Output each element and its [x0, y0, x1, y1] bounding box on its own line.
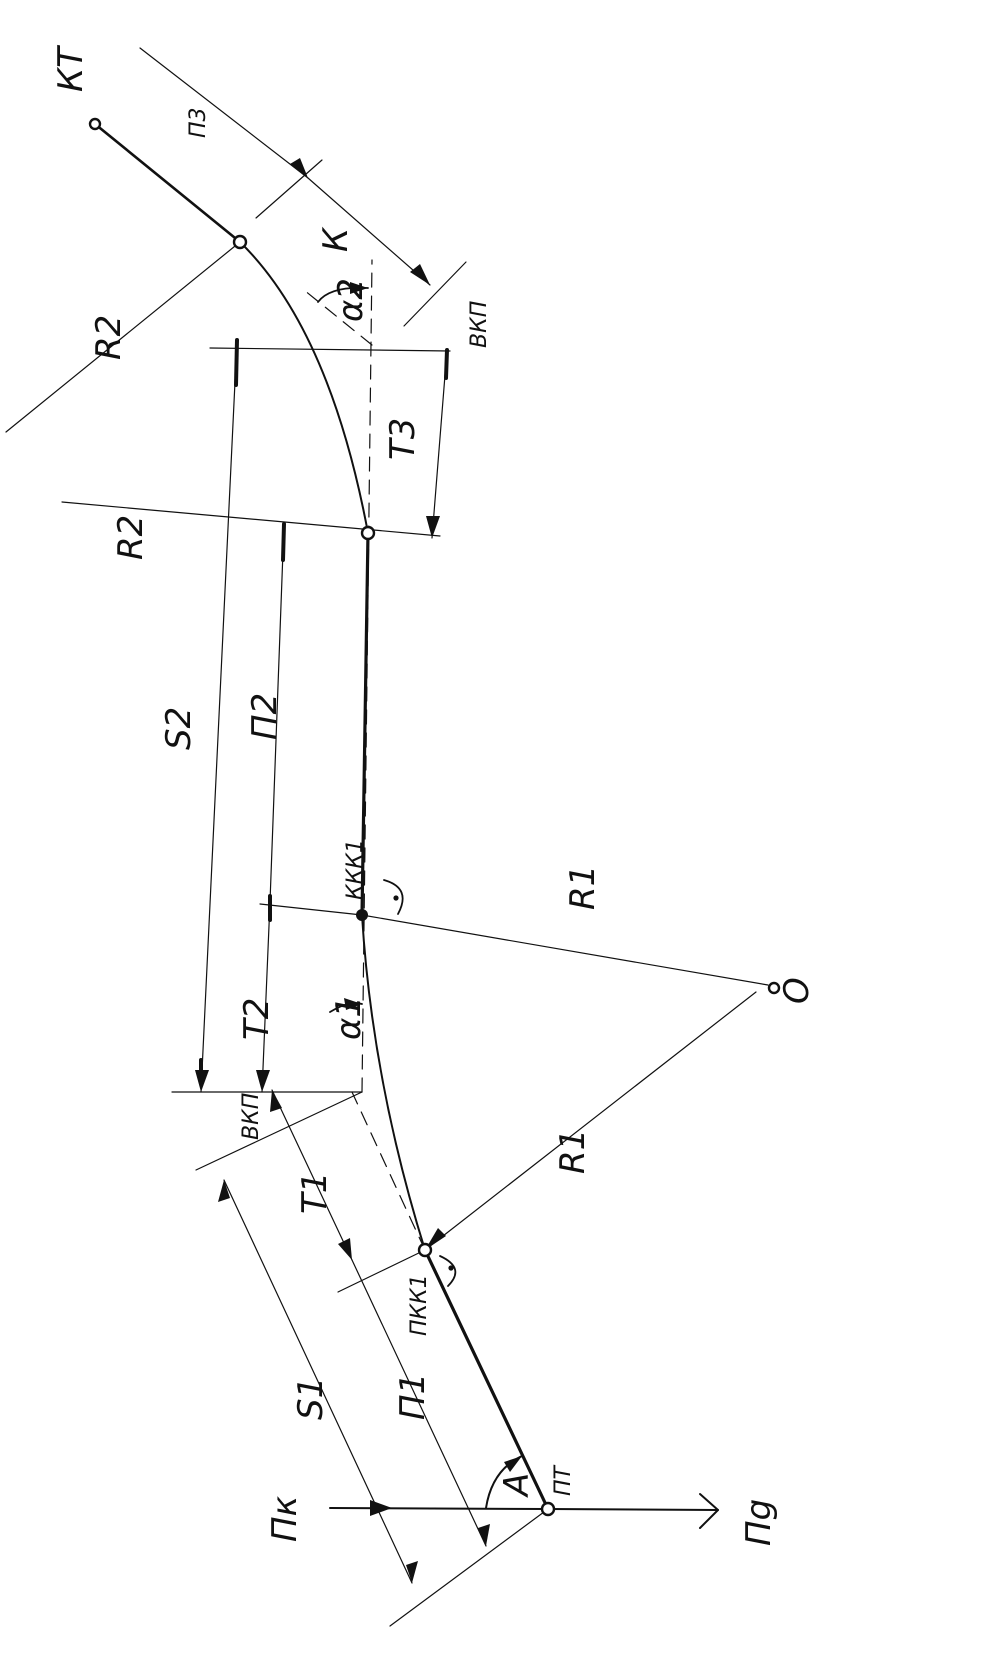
point-pkk1	[417, 1242, 433, 1258]
label-bkp-bottom: ВКП	[239, 1093, 264, 1140]
ext-s1-bottom	[389, 1508, 549, 1627]
right-angle-kkk1	[383, 879, 404, 915]
label-s2: S2	[159, 707, 199, 750]
label-a: А	[497, 1473, 537, 1498]
label-t2: Т2	[237, 998, 277, 1040]
label-r1-lower: R1	[553, 1129, 593, 1174]
ext-pkk1	[337, 1249, 426, 1293]
tangent-pt-pkk1	[423, 1248, 550, 1511]
arrow-n1	[478, 1524, 490, 1546]
label-n3: П3	[186, 107, 211, 138]
r2-mid-line	[61, 501, 441, 537]
arrow-s1-bottom	[406, 1561, 418, 1583]
label-pkk1: ПКК1	[407, 1274, 432, 1336]
label-n1: П1	[393, 1373, 433, 1420]
arrow-pk	[370, 1500, 392, 1516]
t3-dim-line	[431, 349, 448, 539]
arrow-s1-top	[218, 1180, 230, 1202]
straight-insertion	[360, 531, 370, 917]
point-kkk1	[356, 909, 368, 921]
north-axis	[329, 1507, 549, 1510]
point-upper-vertex	[232, 234, 248, 250]
curve-1-arc	[361, 914, 426, 1251]
t1-dim-line	[271, 1089, 353, 1261]
label-r1-upper: R1	[563, 865, 603, 910]
point-curve2-start	[360, 525, 376, 541]
radius-r2-line	[5, 241, 241, 433]
curve-2-arc	[239, 241, 369, 534]
arrow-r1-lower	[425, 1228, 446, 1250]
pg-arrow-tail	[699, 1493, 719, 1529]
label-o: О	[777, 977, 817, 1004]
alpha1-arrow	[344, 998, 362, 1010]
tick-s2-top	[234, 338, 239, 387]
label-pk: Пк	[265, 1495, 305, 1542]
arrow-t2	[256, 1070, 270, 1092]
right-angle-pkk1-dot	[448, 1265, 454, 1271]
ext-bkp-bottom	[195, 1091, 363, 1171]
label-bkp-top: ВКП	[467, 301, 492, 348]
alpha2-arrow	[350, 282, 368, 294]
ext-k-bottom	[403, 261, 467, 327]
point-kt	[88, 117, 102, 131]
label-pt: ПТ	[551, 1464, 576, 1496]
k-dim-line	[307, 177, 431, 286]
angle-a-arrow	[504, 1456, 522, 1472]
arrow-t1-top	[270, 1090, 282, 1112]
right-angle-kkk1-dot	[393, 895, 399, 901]
label-pg: Пg	[739, 1499, 779, 1546]
n2-dim-line	[269, 523, 285, 903]
label-k: К	[316, 226, 356, 252]
south-axis	[547, 1508, 719, 1511]
tangent-1-dashed	[351, 1091, 426, 1251]
arrow-k	[410, 264, 430, 285]
arrow-n3	[290, 158, 308, 178]
n1-dim-line	[351, 1259, 487, 1547]
arrow-t3-bottom	[426, 516, 440, 538]
label-kkk1: ККК1	[343, 839, 368, 900]
label-r2-top: R2	[89, 315, 129, 360]
center-o	[767, 981, 781, 995]
label-alpha1: α1	[329, 996, 369, 1040]
t2-dim-line	[261, 901, 271, 1093]
alpha2-dashed-ext	[303, 289, 373, 346]
tick-n2-top	[281, 522, 286, 562]
ext-kkk1	[259, 903, 363, 916]
tangent-2-dashed-vertical	[361, 259, 373, 1093]
point-pt	[540, 1501, 556, 1517]
radius-r1-upper	[361, 914, 769, 986]
ext-t3-top	[209, 347, 451, 352]
s2-dim-line	[200, 339, 238, 1093]
arrow-t1-bottom	[338, 1238, 352, 1260]
label-s1: S1	[291, 1377, 331, 1420]
label-alpha2: α2	[331, 278, 371, 322]
ext-k-top	[255, 159, 323, 219]
right-angle-pkk1	[439, 1255, 457, 1287]
tick-t3-top	[444, 348, 449, 380]
s1-dim-line	[223, 1179, 413, 1584]
n3-dim-line	[139, 47, 309, 179]
label-t3: Т3	[383, 418, 423, 460]
label-r2-mid: R2	[111, 515, 151, 560]
radius-r1-lower	[424, 991, 757, 1251]
label-n2: П2	[245, 693, 285, 740]
label-kt: КТ	[51, 45, 91, 92]
label-t1: Т1	[295, 1172, 335, 1214]
tangent-to-kt	[93, 122, 242, 244]
